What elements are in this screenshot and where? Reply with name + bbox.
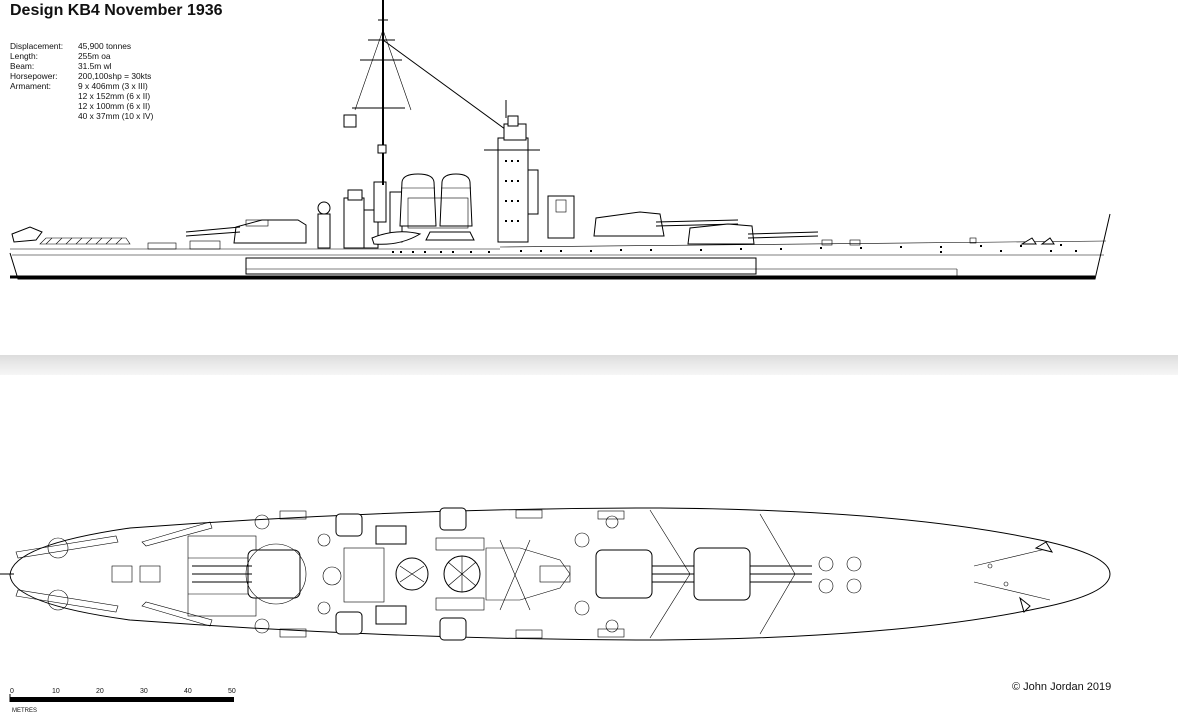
turret-y-plan bbox=[192, 543, 307, 605]
hull-outline bbox=[9, 213, 1111, 280]
spec-value: 12 x 152mm (6 x II) bbox=[78, 91, 151, 101]
bridge-tower bbox=[484, 100, 575, 243]
spec-value: 255m oa bbox=[78, 51, 111, 61]
spec-row-displacement: Displacement: 45,900 tonnes bbox=[10, 41, 153, 51]
bow-fittings bbox=[821, 237, 1055, 246]
spec-label: Displacement: bbox=[10, 41, 64, 51]
scale-tick-label: 10 bbox=[52, 688, 60, 695]
scale-bar: 0 10 20 30 40 50 METRES bbox=[9, 688, 236, 714]
armour-belt bbox=[245, 257, 757, 275]
scale-tick-label: 30 bbox=[140, 688, 148, 695]
spec-label: Beam: bbox=[10, 61, 35, 71]
ship-side-profile bbox=[9, 0, 1111, 280]
drawing-title: Design KB4 November 1936 bbox=[10, 2, 223, 19]
scale-bar-fill bbox=[10, 697, 234, 702]
spec-row-armament: Armament: 9 x 406mm (3 x III) 12 x 152mm… bbox=[10, 81, 153, 121]
spec-row-horsepower: Horsepower: 200,100shp = 30kts bbox=[10, 71, 153, 81]
scale-unit-label: METRES bbox=[12, 708, 37, 714]
forward-aa-mounts bbox=[818, 556, 862, 594]
hull-outline-plan bbox=[9, 507, 1111, 641]
aft-superstructure bbox=[317, 181, 403, 249]
spec-value: 31.5m wl bbox=[78, 61, 112, 71]
spec-value: 12 x 100mm (6 x II) bbox=[78, 101, 151, 111]
secondary-turrets-plan bbox=[254, 507, 625, 641]
scale-tick-label: 20 bbox=[96, 688, 104, 695]
spec-value: 200,100shp = 30kts bbox=[78, 71, 152, 81]
scale-tick-label: 40 bbox=[184, 688, 192, 695]
funnels bbox=[399, 173, 473, 229]
spec-label: Horsepower: bbox=[10, 71, 58, 81]
copyright-notice: © John Jordan 2019 bbox=[1012, 681, 1112, 693]
spec-table: Displacement: 45,900 tonnes Length: 255m… bbox=[10, 41, 153, 121]
scuttles bbox=[392, 244, 1077, 253]
spec-label: Length: bbox=[10, 51, 38, 61]
stern-catapults bbox=[15, 521, 213, 627]
central-superstructure-plan bbox=[322, 525, 571, 625]
spec-row-beam: Beam: 31.5m wl bbox=[10, 61, 153, 71]
scale-tick-label: 0 bbox=[10, 688, 14, 695]
turret-a-406mm bbox=[687, 223, 819, 245]
turret-a-plan bbox=[693, 547, 812, 601]
ships-boat bbox=[371, 231, 422, 245]
aft-aircraft-catapult bbox=[11, 226, 221, 250]
spec-value: 40 x 37mm (10 x IV) bbox=[78, 111, 154, 121]
spec-value: 9 x 406mm (3 x III) bbox=[78, 81, 148, 91]
scale-tick-label: 50 bbox=[228, 688, 236, 695]
turret-y-406mm bbox=[185, 219, 307, 244]
bow-anchor-gear bbox=[973, 541, 1054, 613]
spec-label: Armament: bbox=[10, 81, 51, 91]
ship-plan-view bbox=[0, 507, 1111, 641]
view-separator bbox=[0, 355, 1178, 375]
spec-row-length: Length: 255m oa bbox=[10, 51, 153, 61]
main-mast bbox=[343, 0, 521, 185]
spec-value: 45,900 tonnes bbox=[78, 41, 132, 51]
